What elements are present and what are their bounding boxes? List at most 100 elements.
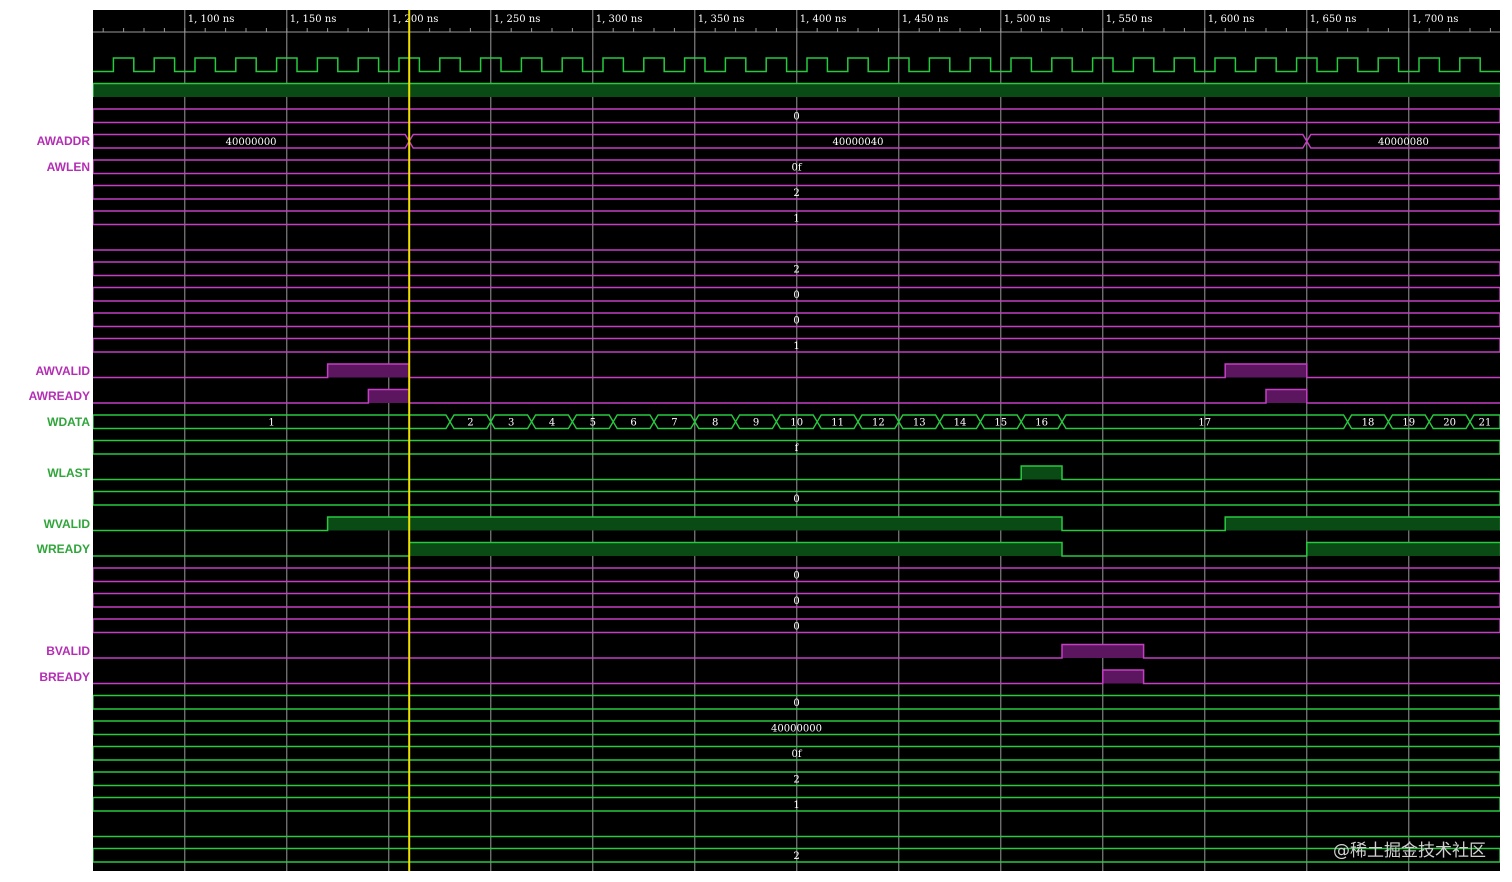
bus-value: 10 xyxy=(790,417,803,428)
signal-row xyxy=(93,388,1500,404)
bit-wave xyxy=(93,388,1500,404)
ruler-tick-label: 1, 200 ns xyxy=(392,14,439,25)
bus-value: 5 xyxy=(590,417,596,428)
bus-value: 1 xyxy=(793,213,799,224)
signal-name-wlast[interactable]: WLAST xyxy=(47,465,90,480)
signal-name-awvalid[interactable]: AWVALID xyxy=(35,363,90,378)
signal-row xyxy=(93,643,1500,659)
bus-value: 0 xyxy=(793,596,799,607)
bus-value: 1 xyxy=(268,417,274,428)
bus-value: 40000040 xyxy=(833,137,884,148)
bus-value: 40000080 xyxy=(1378,137,1429,148)
bus-value: 40000000 xyxy=(771,723,822,734)
bus-value: 0 xyxy=(793,315,799,326)
signal-name-wready[interactable]: WREADY xyxy=(36,542,90,557)
ruler-tick-label: 1, 550 ns xyxy=(1106,14,1153,25)
signal-name-wvalid[interactable]: WVALID xyxy=(43,516,90,531)
signal-row: 2 xyxy=(93,847,1500,863)
signal-row xyxy=(93,363,1500,379)
ruler-tick-label: 1, 650 ns xyxy=(1310,14,1357,25)
bus-value: 8 xyxy=(712,417,718,428)
bit-high-fill xyxy=(327,364,410,378)
signal-row: 0f xyxy=(93,745,1500,761)
bus-value: 4 xyxy=(549,417,555,428)
signal-row: 0 xyxy=(93,618,1500,634)
signal-name-wdata[interactable]: WDATA xyxy=(47,414,90,429)
bus-value: 9 xyxy=(753,417,759,428)
bit-high-fill xyxy=(368,389,410,403)
signal-row: 1 xyxy=(93,796,1500,812)
ruler-tick-label: 1, 400 ns xyxy=(800,14,847,25)
bit-high-fill xyxy=(1225,517,1500,531)
signal-name-bready[interactable]: BREADY xyxy=(39,669,90,684)
bit-high-fill xyxy=(93,83,1500,97)
ruler-tick-label: 1, 500 ns xyxy=(1004,14,1051,25)
bus-value: 7 xyxy=(671,417,677,428)
signal-row: 0f xyxy=(93,159,1500,175)
signal-name-awaddr[interactable]: AWADDR xyxy=(36,134,90,149)
watermark: @稀土掘金技术社区 xyxy=(1333,841,1486,861)
bus-value: 0 xyxy=(793,698,799,709)
bus-value: 0 xyxy=(793,111,799,122)
bit-high-fill xyxy=(327,517,1063,531)
signal-row: 0 xyxy=(93,592,1500,608)
signal-row: 2 xyxy=(93,184,1500,200)
ruler-tick-label: 1, 350 ns xyxy=(698,14,745,25)
bit-high-fill xyxy=(1062,644,1144,658)
bus-value: 0f xyxy=(791,162,802,173)
bus-value: 0 xyxy=(793,570,799,581)
bit-wave xyxy=(93,465,1500,481)
signal-name-awready[interactable]: AWREADY xyxy=(28,389,90,404)
signal-row xyxy=(93,669,1500,685)
signal-row: 0 xyxy=(93,108,1500,124)
signal-row xyxy=(93,516,1500,532)
signal-row: 2 xyxy=(93,261,1500,277)
signal-name-bvalid[interactable]: BVALID xyxy=(46,644,90,659)
bus-value: 1 xyxy=(793,800,799,811)
bus-value: 0 xyxy=(793,494,799,505)
ruler-tick-label: 1, 250 ns xyxy=(494,14,541,25)
bus-value: 18 xyxy=(1362,417,1375,428)
bus-value: f xyxy=(795,443,800,454)
signal-row: 1 xyxy=(93,337,1500,353)
clock-wave xyxy=(93,57,1500,73)
bus-value: 17 xyxy=(1198,417,1211,428)
bit-wave xyxy=(93,669,1500,685)
bus-value: 15 xyxy=(994,417,1007,428)
signal-name-awlen[interactable]: AWLEN xyxy=(46,159,90,174)
signal-name-column: AWADDR AWLEN AWVALID AWREADY WDATA WLAST WVALI… xyxy=(0,0,92,882)
signal-row: 0 xyxy=(93,567,1500,583)
ruler-tick-label: 1, 600 ns xyxy=(1208,14,1255,25)
signal-row: 0 xyxy=(93,490,1500,506)
signal-row: 2 xyxy=(93,771,1500,787)
bus-value: 19 xyxy=(1402,417,1415,428)
bit-high-fill xyxy=(1102,670,1144,684)
bus-value: 40000000 xyxy=(226,137,277,148)
bus-value: 14 xyxy=(954,417,967,428)
bus-value: 0 xyxy=(793,290,799,301)
signal-row: 0 xyxy=(93,286,1500,302)
bus-value: 3 xyxy=(508,417,514,428)
ruler-tick-label: 1, 100 ns xyxy=(188,14,235,25)
signal-row xyxy=(93,57,1500,73)
bus-value: 13 xyxy=(913,417,926,428)
bus-value: 2 xyxy=(793,851,799,862)
ruler-tick-label: 1, 450 ns xyxy=(902,14,949,25)
bit-high-fill xyxy=(409,542,1062,556)
bus-value: 16 xyxy=(1035,417,1048,428)
bus-value: 6 xyxy=(630,417,636,428)
bit-high-fill xyxy=(1225,364,1307,378)
bit-high-fill xyxy=(1021,466,1062,480)
ruler-tick-label: 1, 700 ns xyxy=(1412,14,1459,25)
bus-value: 12 xyxy=(872,417,885,428)
bus-value: 0 xyxy=(793,621,799,632)
bus-value: 2 xyxy=(793,774,799,785)
bit-high-fill xyxy=(1266,389,1307,403)
bus-value: 2 xyxy=(467,417,473,428)
bus-value: 2 xyxy=(793,188,799,199)
ruler-tick-label: 1, 300 ns xyxy=(596,14,643,25)
signal-row: 40000000 xyxy=(93,720,1500,736)
